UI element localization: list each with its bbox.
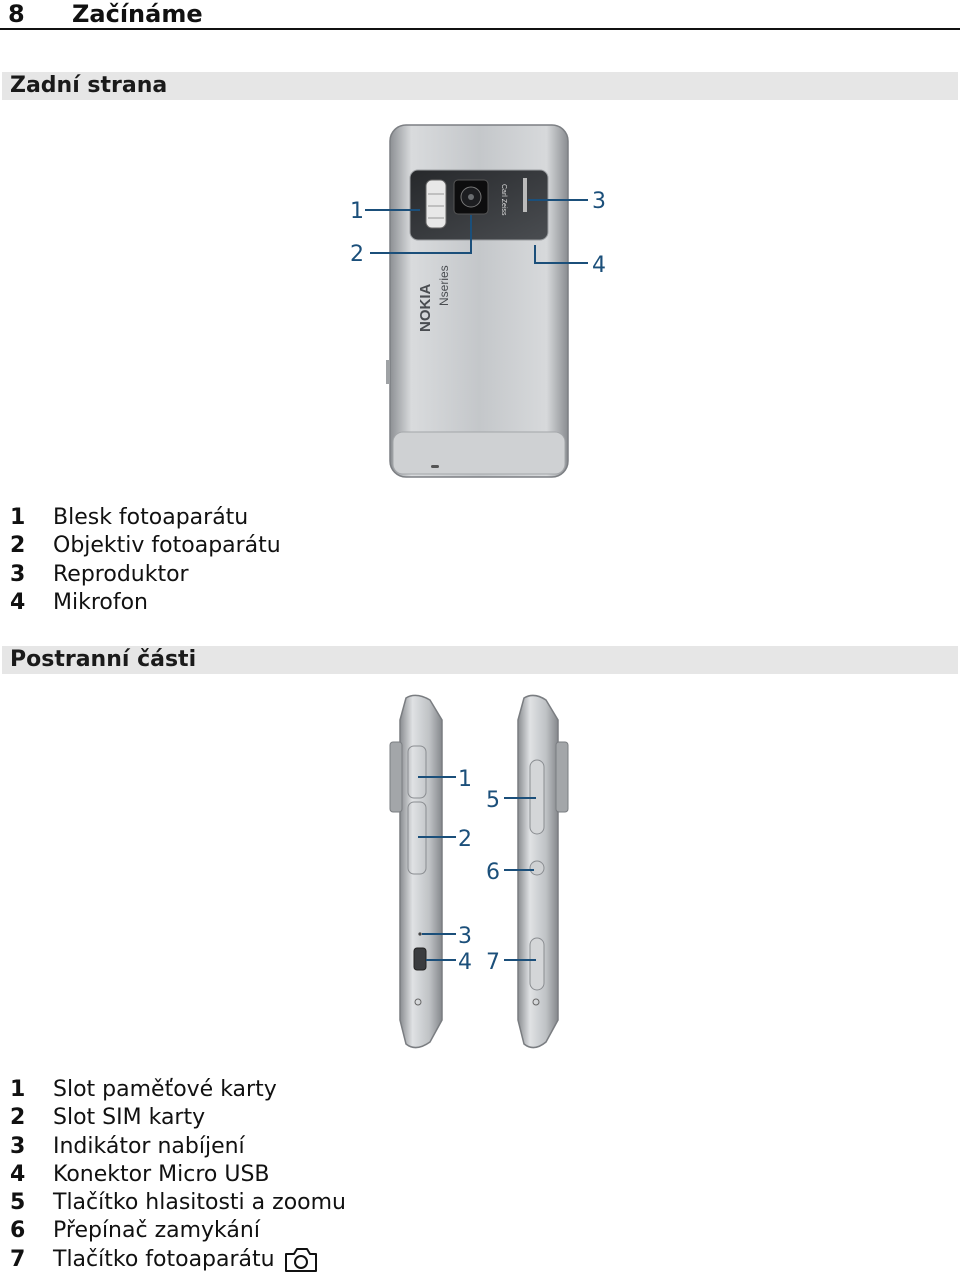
legend-number: 1 [10, 1077, 26, 1102]
legend-item: 1 Blesk fotoaparátu [10, 504, 281, 532]
left-side-key-panel [389, 741, 403, 813]
legend-item: 2 Slot SIM karty [10, 1104, 346, 1132]
legend-number: 4 [10, 589, 26, 615]
charging-indicator [418, 932, 422, 936]
callout-line-4 [534, 245, 588, 264]
camera-flash [425, 179, 447, 229]
section-title-sides: Postranní části [10, 647, 197, 672]
phone-back-bottom-band [392, 431, 566, 475]
legend-item: 5 Tlačítko hlasitosti a zoomu [10, 1189, 346, 1217]
right-side-key-panel [555, 741, 569, 813]
legend-label: Blesk fotoaparátu [53, 505, 249, 530]
left-side-screw [414, 998, 422, 1006]
side-callout-2: 2 [458, 827, 472, 852]
legend-number: 2 [10, 1105, 26, 1131]
legend-number: 2 [10, 533, 26, 559]
side-callout-5: 5 [486, 788, 500, 813]
micro-usb-connector [413, 947, 427, 971]
legend-label: Tlačítko hlasitosti a zoomu [53, 1190, 346, 1216]
camera-lens-glint [468, 194, 474, 200]
legend-label: Tlačítko fotoaparátu [53, 1246, 275, 1272]
legend-item: 1 Slot paměťové karty [10, 1076, 346, 1104]
lock-switch [529, 860, 545, 876]
legend-item: 3 Indikátor nabíjení [10, 1133, 346, 1161]
legend-label: Slot SIM karty [53, 1105, 206, 1131]
phone-sides-illustration: 1 2 3 4 5 6 7 [389, 694, 569, 1049]
page-number: 8 [8, 0, 25, 28]
left-side-body [399, 694, 443, 1049]
legend-item: 4 Konektor Micro USB [10, 1161, 346, 1189]
callout-line-2 [370, 215, 472, 254]
series-logo-text: Nseries [437, 265, 451, 306]
right-side-screw [532, 998, 540, 1006]
legend-item: 7 Tlačítko fotoaparátu [10, 1246, 346, 1274]
legend-item: 2 Objektiv fotoaparátu [10, 532, 281, 560]
side-callout-7: 7 [486, 950, 500, 975]
camera-icon [284, 1247, 317, 1272]
side-callout-4: 4 [458, 950, 472, 975]
side-legend: 1 Slot paměťové karty 2 Slot SIM karty 3… [10, 1076, 346, 1274]
side-callout-6: 6 [486, 860, 500, 885]
camera-key [529, 937, 545, 991]
side-callout-1: 1 [458, 767, 472, 792]
brand-logo-text: NOKIA [417, 284, 434, 333]
chapter-title: Začínáme [72, 0, 203, 28]
legend-item: 6 Přepínač zamykání [10, 1217, 346, 1245]
back-callout-4: 4 [592, 253, 606, 278]
legend-label: Reproduktor [53, 561, 189, 587]
legend-label: Slot paměťové karty [53, 1077, 277, 1102]
legend-label: Konektor Micro USB [53, 1161, 270, 1187]
lens-brand-text: Carl Zeiss [500, 184, 507, 216]
back-callout-3: 3 [592, 189, 606, 214]
legend-label: Indikátor nabíjení [53, 1133, 245, 1159]
legend-number: 1 [10, 505, 26, 530]
legend-label: Přepínač zamykání [53, 1218, 260, 1244]
legend-number: 6 [10, 1218, 26, 1244]
legend-number: 7 [10, 1246, 26, 1272]
section-heading-sides: Postranní části [2, 646, 958, 674]
legend-number: 3 [10, 561, 26, 587]
section-heading-back: Zadní strana [2, 72, 958, 100]
side-key-hint [386, 360, 390, 384]
back-callout-1: 1 [350, 199, 364, 224]
section-title-back: Zadní strana [10, 73, 168, 98]
page-header: 8 Začínáme [0, 0, 960, 30]
back-callout-2: 2 [350, 242, 364, 267]
microphone-slot [431, 465, 439, 468]
memory-card-slot [407, 745, 427, 799]
header-rule [0, 28, 960, 30]
phone-back-illustration: Carl Zeiss NOKIA Nseries 1 2 3 4 [350, 124, 606, 478]
legend-number: 3 [10, 1133, 26, 1159]
back-legend: 1 Blesk fotoaparátu 2 Objektiv fotoapará… [10, 504, 281, 617]
legend-label: Mikrofon [53, 589, 149, 615]
legend-item: 4 Mikrofon [10, 589, 281, 617]
legend-item: 3 Reproduktor [10, 561, 281, 589]
speaker-grille [523, 178, 527, 212]
side-callout-3: 3 [458, 924, 472, 949]
legend-number: 5 [10, 1190, 26, 1216]
legend-number: 4 [10, 1161, 26, 1187]
legend-label: Objektiv fotoaparátu [53, 533, 281, 559]
